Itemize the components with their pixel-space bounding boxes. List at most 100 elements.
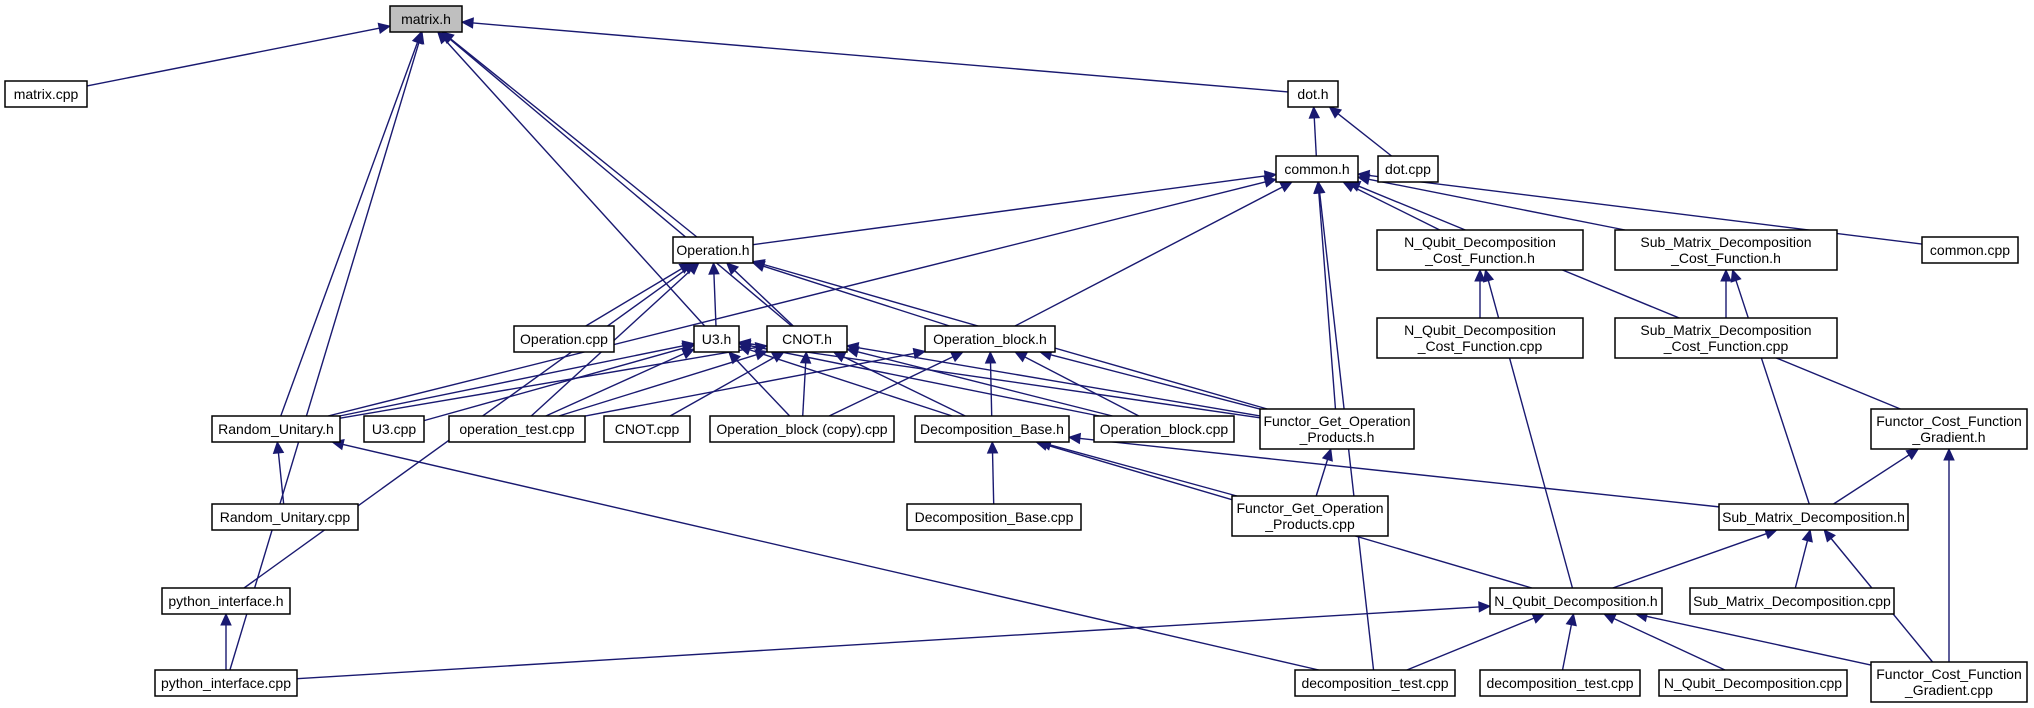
file-node-pyif-cpp[interactable]: python_interface.cpp [154, 669, 298, 697]
arrowhead-icon [1279, 181, 1294, 193]
file-node-cnot-h[interactable]: CNOT.h [766, 325, 848, 353]
edge-dectest2_cpp-to-nqd_h [1561, 612, 1577, 671]
file-node-nqdcf-cpp[interactable]: N_Qubit_Decomposition_Cost_Function.cpp [1376, 317, 1584, 359]
node-label: dot.cpp [1385, 161, 1431, 177]
file-node-smdcf-cpp[interactable]: Sub_Matrix_Decomposition_Cost_Function.c… [1614, 317, 1838, 359]
file-node-random-h[interactable]: Random_Unitary.h [211, 415, 341, 443]
node-label: Sub_Matrix_Decomposition.h [1722, 509, 1905, 525]
edge-line [749, 349, 953, 417]
file-node-dot-h[interactable]: dot.h [1287, 80, 1339, 108]
edge-line [857, 351, 1113, 417]
edge-line [1050, 354, 1261, 410]
node-box [766, 325, 848, 353]
node-box [1870, 661, 2028, 703]
edge-pyif_cpp-to-matrix_h [229, 30, 425, 671]
edge-optest_cpp-to-opblock_h [584, 347, 927, 417]
file-node-nqdcf-h[interactable]: N_Qubit_Decomposition_Cost_Function.h [1376, 229, 1584, 271]
file-node-decbase-cpp[interactable]: Decomposition_Base.cpp [906, 503, 1082, 531]
edge-dot_h-to-matrix_h [460, 17, 1289, 93]
arrowhead-icon [1014, 351, 1029, 363]
node-box [4, 80, 88, 108]
edge-dectest_cpp-to-random_h [331, 438, 1319, 671]
node-box [914, 415, 1070, 443]
file-node-common-h[interactable]: common.h [1275, 155, 1359, 183]
node-box [211, 415, 341, 443]
edge-smdcf_cpp-to-smdcf_h [1720, 268, 1732, 318]
edge-line [802, 362, 807, 417]
file-node-dectest2-cpp[interactable]: decomposition_test.cpp [1479, 669, 1641, 697]
file-node-dectest-cpp[interactable]: decomposition_test.cpp [1294, 669, 1456, 697]
file-node-opblock-cpp[interactable]: Operation_block.cpp [1093, 415, 1235, 443]
file-node-operation-h[interactable]: Operation.h [672, 236, 754, 264]
file-node-dot-cpp[interactable]: dot.cpp [1377, 155, 1439, 183]
file-node-matrix-cpp[interactable]: matrix.cpp [4, 80, 88, 108]
edge-common_h-to-dot_h [1308, 105, 1321, 157]
arrowhead-icon [799, 350, 812, 364]
file-node-cnot-cpp[interactable]: CNOT.cpp [603, 415, 691, 443]
file-node-fcfg-h[interactable]: Functor_Cost_Function_Gradient.h [1870, 408, 2028, 450]
edge-line [763, 265, 950, 327]
edge-random_h-to-common_h [327, 176, 1278, 417]
edge-line [1358, 185, 1901, 410]
node-label: decomposition_test.cpp [1486, 675, 1633, 691]
node-label: Decomposition_Base.h [920, 421, 1064, 437]
arrowhead-icon [986, 440, 999, 454]
edge-fgop_h-to-cnot_h [845, 342, 1261, 417]
node-label: matrix.cpp [14, 86, 79, 102]
edge-dot_cpp-to-dot_h [1328, 106, 1392, 157]
file-node-opblock-copy-cpp[interactable]: Operation_block (copy).cpp [709, 415, 895, 443]
file-node-matrix-h[interactable]: matrix.h [389, 5, 463, 33]
edge-line [828, 356, 954, 417]
arrowhead-icon [1067, 432, 1082, 445]
edge-cnot_h-to-matrix_h [440, 31, 792, 327]
arrowhead-icon [1602, 613, 1617, 625]
arrowhead-icon [912, 347, 927, 360]
edge-line [1833, 454, 1910, 505]
node-box [448, 415, 586, 443]
arrowhead-icon [1328, 106, 1343, 119]
arrowhead-icon [1478, 601, 1492, 613]
file-node-decbase-h[interactable]: Decomposition_Base.h [914, 415, 1070, 443]
arrowhead-icon [728, 351, 741, 365]
file-node-opblock-h[interactable]: Operation_block.h [924, 325, 1056, 353]
edge-fgop_h-to-opblock_h [1038, 349, 1261, 410]
file-node-random-cpp[interactable]: Random_Unitary.cpp [211, 503, 359, 531]
arrowhead-icon [1314, 180, 1326, 195]
file-node-smdcf-h[interactable]: Sub_Matrix_Decomposition_Cost_Function.h [1614, 229, 1838, 271]
edge-line [584, 352, 915, 417]
file-node-fgop-cpp[interactable]: Functor_Get_Operation_Products.cpp [1231, 495, 1389, 537]
file-node-nqd-cpp[interactable]: N_Qubit_Decomposition.cpp [1658, 669, 1848, 697]
file-node-nqd-h[interactable]: N_Qubit_Decomposition.h [1489, 587, 1663, 615]
node-label: Operation_block.h [933, 331, 1047, 347]
file-node-smd-cpp[interactable]: Sub_Matrix_Decomposition.cpp [1689, 587, 1895, 615]
arrowhead-icon [949, 351, 964, 363]
file-node-common-cpp[interactable]: common.cpp [1921, 236, 2019, 264]
file-node-pyif-h[interactable]: python_interface.h [161, 587, 291, 615]
edge-line [1337, 113, 1392, 157]
edge-line [280, 42, 419, 417]
arrowhead-icon [1905, 448, 1920, 461]
node-box [211, 503, 359, 531]
file-node-operation-cpp[interactable]: Operation.cpp [513, 325, 615, 353]
file-node-optest-cpp[interactable]: operation_test.cpp [448, 415, 586, 443]
node-box [161, 587, 291, 615]
file-node-fgop-h[interactable]: Functor_Get_Operation_Products.h [1259, 408, 1415, 450]
node-label: Random_Unitary.cpp [220, 509, 351, 525]
edge-line [1014, 186, 1283, 327]
edge-decbase_cpp-to-decbase_h [986, 440, 999, 505]
node-box [513, 325, 615, 353]
arrowhead-icon [708, 261, 720, 275]
node-box [1294, 669, 1456, 697]
file-node-u3-cpp[interactable]: U3.cpp [363, 415, 425, 443]
edge-fgop_h-to-common_h [1313, 180, 1337, 410]
edge-random_cpp-to-random_h [272, 440, 285, 505]
edge-line [339, 346, 757, 419]
file-node-smd-h[interactable]: Sub_Matrix_Decomposition.h [1718, 503, 1909, 531]
file-node-u3-h[interactable]: U3.h [693, 325, 740, 353]
node-label: python_interface.h [168, 593, 283, 609]
node-label: decomposition_test.cpp [1301, 675, 1448, 691]
edge-opblock_copy_cpp-to-u3_h [728, 351, 791, 417]
arrowhead-icon [1263, 176, 1278, 188]
edge-smd_h-to-decbase_h [1067, 432, 1720, 508]
file-node-fcfg-cpp[interactable]: Functor_Cost_Function_Gradient.cpp [1870, 661, 2028, 703]
